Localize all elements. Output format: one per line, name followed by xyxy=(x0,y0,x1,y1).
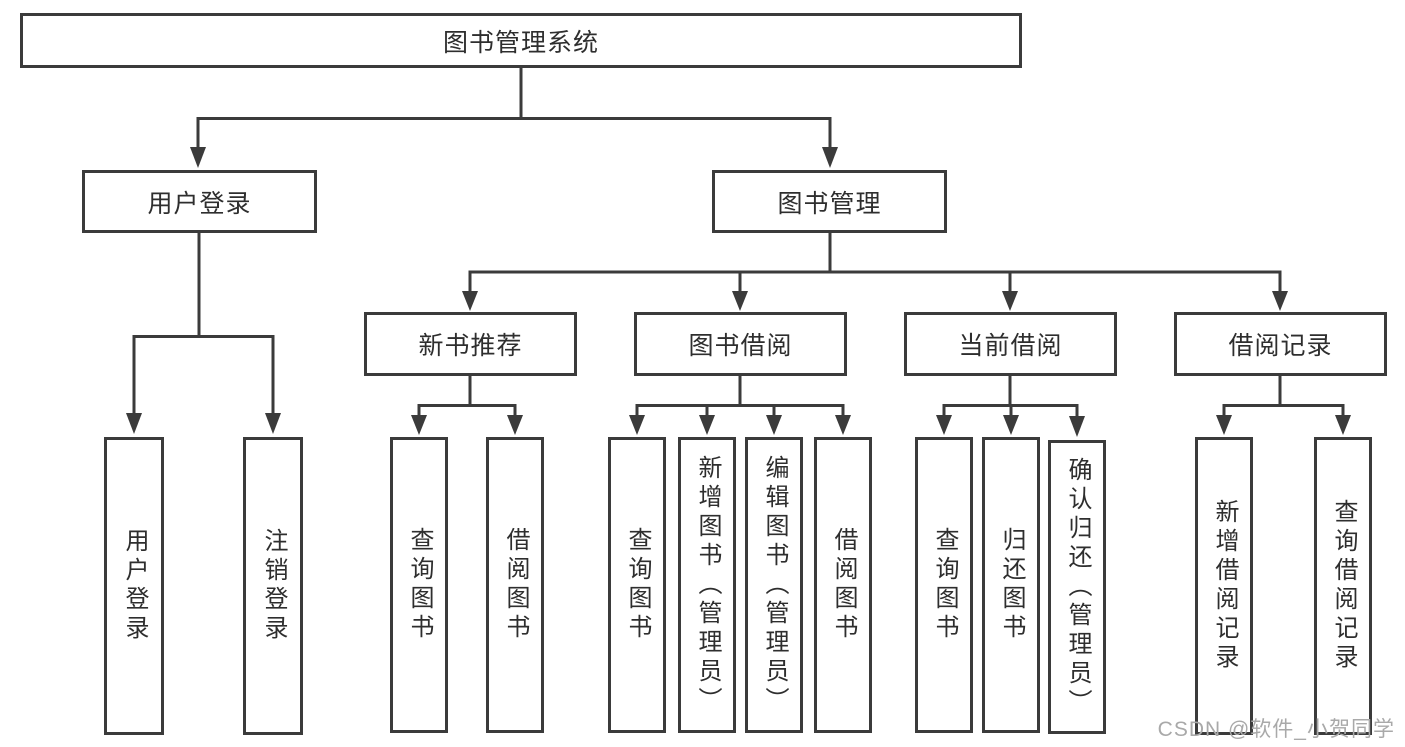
node-confirm-return-admin: 确认归还（管理员） xyxy=(1048,440,1106,734)
node-label: 图书管理 xyxy=(777,189,882,218)
node-add-borrow-record: 新增借阅记录 xyxy=(1195,437,1253,735)
node-label: 借阅图书 xyxy=(830,527,857,643)
node-user-login-branch: 用户登录 xyxy=(82,170,317,233)
node-label: 借阅记录 xyxy=(1228,332,1333,360)
node-new-book-recommendation: 新书推荐 xyxy=(364,312,577,376)
node-label: 图书借阅 xyxy=(688,332,793,360)
node-label: 用户登录 xyxy=(147,189,252,218)
node-borrowing-records: 借阅记录 xyxy=(1174,312,1387,376)
node-label: 新书推荐 xyxy=(418,332,523,360)
node-logout: 注销登录 xyxy=(243,437,303,735)
node-book-management-branch: 图书管理 xyxy=(712,170,947,233)
csdn-watermark: CSDN @软件_小贺同学 xyxy=(1157,718,1395,741)
node-label: 借阅图书 xyxy=(502,527,529,643)
node-query-borrow-record: 查询借阅记录 xyxy=(1314,437,1372,735)
connector-user-login-branch xyxy=(126,233,281,434)
node-label: 查询借阅记录 xyxy=(1330,499,1357,673)
node-label: 新增图书（管理员） xyxy=(694,454,721,716)
connector-borrowing-records-group xyxy=(1216,376,1351,435)
connector-book-management-branch xyxy=(462,233,1288,311)
connector-new-book-group xyxy=(411,376,523,435)
node-edit-book-admin: 编辑图书（管理员） xyxy=(745,437,803,733)
node-query-books-borrowing: 查询图书 xyxy=(608,437,666,733)
node-label: 注销登录 xyxy=(260,528,287,644)
connector-root-to-level2 xyxy=(190,68,838,168)
node-label: 查询图书 xyxy=(406,527,433,643)
node-label: 编辑图书（管理员） xyxy=(761,454,788,716)
connector-book-borrowing-group xyxy=(629,376,851,435)
node-library-management-system: 图书管理系统 xyxy=(20,13,1022,68)
node-label: 归还图书 xyxy=(998,527,1025,643)
node-return-book: 归还图书 xyxy=(982,437,1040,733)
node-label: 新增借阅记录 xyxy=(1211,499,1238,673)
node-label: 查询图书 xyxy=(624,527,651,643)
node-book-borrowing: 图书借阅 xyxy=(634,312,847,376)
node-label: 图书管理系统 xyxy=(442,28,599,57)
node-label: 用户登录 xyxy=(121,528,148,644)
node-borrow-books: 借阅图书 xyxy=(814,437,872,733)
node-add-book-admin: 新增图书（管理员） xyxy=(678,437,736,733)
node-user-login: 用户登录 xyxy=(104,437,164,735)
node-label: 确认归还（管理员） xyxy=(1064,456,1091,718)
connector-current-borrowing-group xyxy=(936,376,1085,437)
node-borrow-books-recommend: 借阅图书 xyxy=(486,437,544,733)
node-label: 查询图书 xyxy=(931,527,958,643)
node-query-books-recommend: 查询图书 xyxy=(390,437,448,733)
node-label: 当前借阅 xyxy=(958,332,1063,360)
node-current-borrowing: 当前借阅 xyxy=(904,312,1117,376)
node-query-books-current: 查询图书 xyxy=(915,437,973,733)
